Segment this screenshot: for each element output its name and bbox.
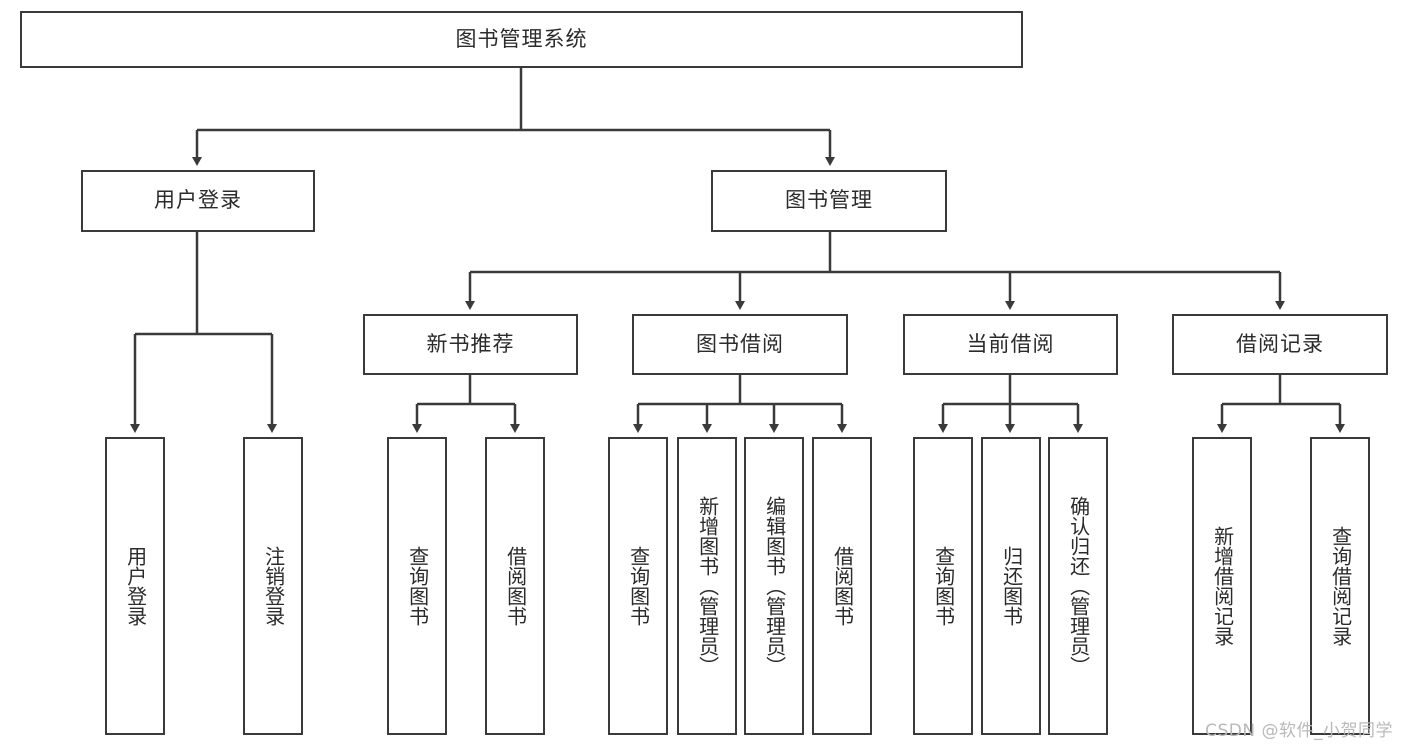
leaf-new-book-borrow[interactable]: 借阅图书 xyxy=(485,437,545,735)
node-label: 归还图书 xyxy=(999,546,1024,626)
csdn-watermark: CSDN @软件_小贺同学 xyxy=(1205,721,1393,741)
node-label: 图书借阅 xyxy=(696,331,784,356)
node-label: 借阅记录 xyxy=(1236,331,1324,356)
node-label: 图书管理 xyxy=(785,188,873,213)
node-label: 借阅图书 xyxy=(503,546,528,626)
leaf-current-borrow-confirm[interactable]: 确认归还（管理员） xyxy=(1048,437,1108,735)
node-root-book-management-system[interactable]: 图书管理系统 xyxy=(20,11,1023,68)
node-current-borrow[interactable]: 当前借阅 xyxy=(903,314,1118,375)
leaf-borrow-record-query[interactable]: 查询借阅记录 xyxy=(1310,437,1370,735)
node-book-borrow[interactable]: 图书借阅 xyxy=(632,314,848,375)
node-label: 当前借阅 xyxy=(966,331,1055,356)
node-label: 新增图书（管理员） xyxy=(695,496,720,676)
node-label: 用户登录 xyxy=(154,188,242,213)
leaf-current-borrow-query[interactable]: 查询图书 xyxy=(913,437,973,735)
node-label: 查询借阅记录 xyxy=(1328,526,1353,646)
leaf-book-borrow-add[interactable]: 新增图书（管理员） xyxy=(677,437,737,735)
node-book-management[interactable]: 图书管理 xyxy=(711,170,947,232)
node-label: 用户登录 xyxy=(123,546,148,626)
node-label: 编辑图书（管理员） xyxy=(762,496,787,676)
node-borrow-record[interactable]: 借阅记录 xyxy=(1172,314,1388,375)
node-label: 注销登录 xyxy=(261,546,286,626)
node-label: 新增借阅记录 xyxy=(1210,526,1235,646)
leaf-user-login-logout[interactable]: 注销登录 xyxy=(243,437,303,735)
node-label: 查询图书 xyxy=(626,546,651,626)
leaf-new-book-query[interactable]: 查询图书 xyxy=(387,437,447,735)
node-label: 图书管理系统 xyxy=(455,26,588,51)
leaf-book-borrow-query[interactable]: 查询图书 xyxy=(608,437,668,735)
leaf-book-borrow-borrow[interactable]: 借阅图书 xyxy=(812,437,872,735)
leaf-book-borrow-edit[interactable]: 编辑图书（管理员） xyxy=(744,437,804,735)
leaf-current-borrow-return[interactable]: 归还图书 xyxy=(981,437,1041,735)
leaf-borrow-record-add[interactable]: 新增借阅记录 xyxy=(1192,437,1252,735)
node-label: 新书推荐 xyxy=(426,331,515,356)
node-new-book-recommend[interactable]: 新书推荐 xyxy=(363,314,578,375)
node-label: 查询图书 xyxy=(405,546,430,626)
node-label: 确认归还（管理员） xyxy=(1066,496,1091,676)
node-user-login[interactable]: 用户登录 xyxy=(81,170,315,232)
node-label: 借阅图书 xyxy=(830,546,855,626)
leaf-user-login-login[interactable]: 用户登录 xyxy=(105,437,165,735)
node-label: 查询图书 xyxy=(931,546,956,626)
